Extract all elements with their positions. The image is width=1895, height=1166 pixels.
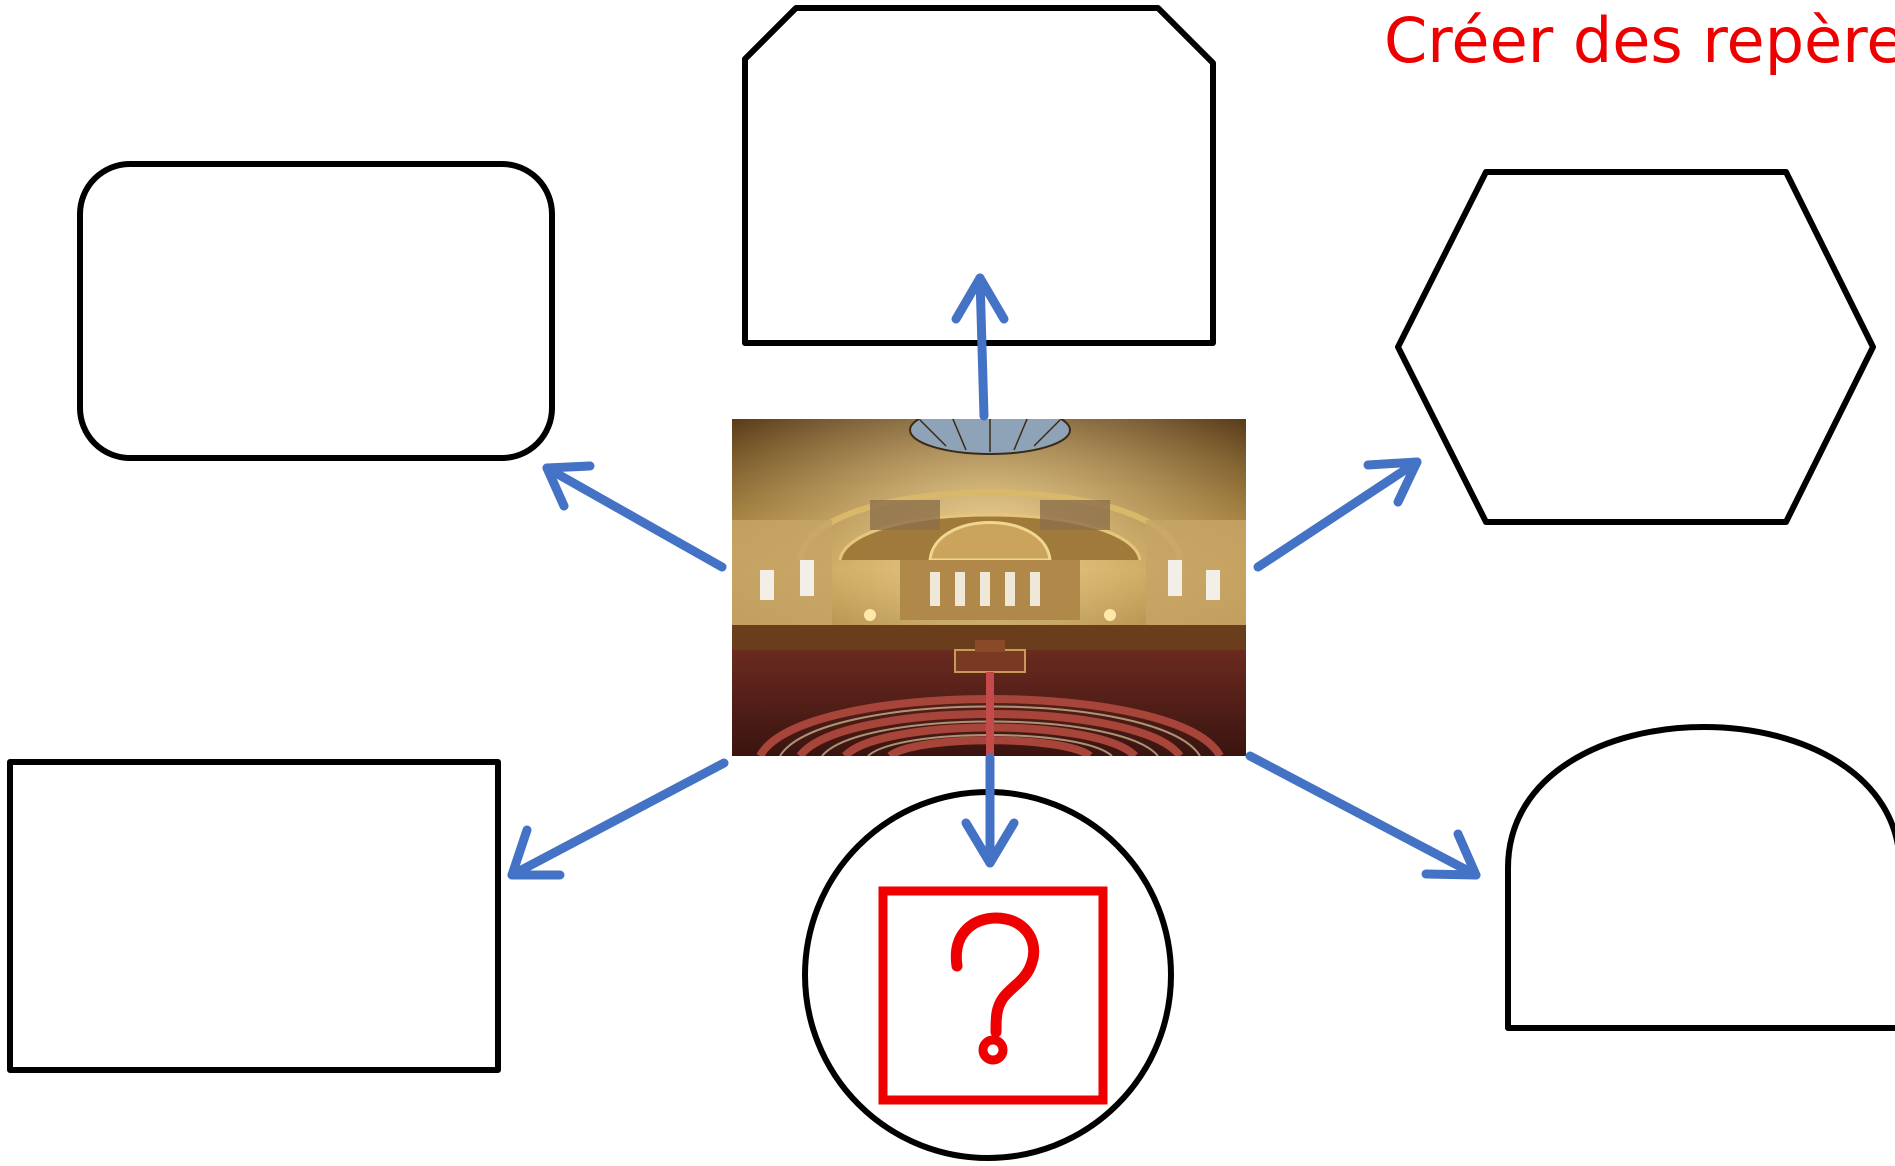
box-left-rounded-rectangle[interactable] — [77, 161, 555, 461]
arrow-to-top — [951, 273, 1009, 421]
page-title: Créer des repères — [1384, 4, 1895, 77]
arrow-to-left — [542, 461, 727, 572]
question-mark-icon — [878, 886, 1108, 1105]
arrow-to-right — [1253, 457, 1422, 572]
box-bottom-right-arch[interactable] — [1505, 724, 1895, 1031]
connector-arrows — [507, 273, 1481, 880]
box-top-snipped-rectangle[interactable] — [742, 5, 1216, 346]
arrow-to-bottom-left — [507, 758, 729, 880]
box-bottom-left-rectangle[interactable] — [7, 759, 501, 1073]
arrow-to-bottom-right — [1245, 751, 1481, 880]
box-right-hexagon[interactable] — [1395, 169, 1876, 525]
arrow-to-bottom — [961, 753, 1019, 868]
senate-chamber-photo — [732, 419, 1246, 756]
